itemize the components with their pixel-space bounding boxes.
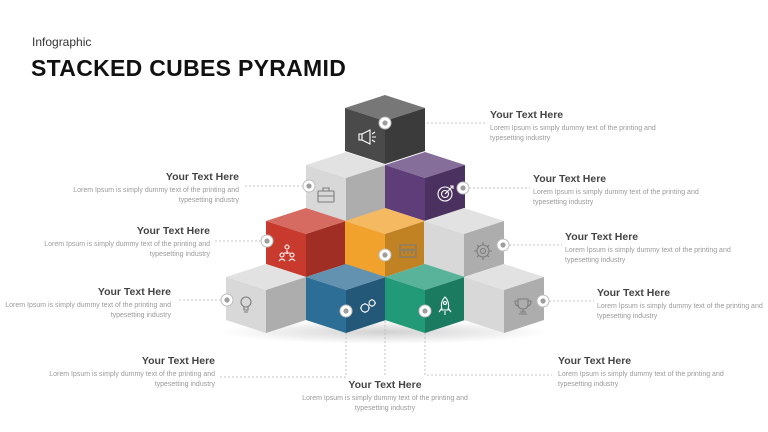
cube-left-face — [464, 277, 504, 333]
connector-dot-core — [382, 252, 388, 258]
trophy-icon — [514, 298, 532, 315]
label-body: Lorem Ipsum is simply dummy text of the … — [558, 371, 724, 388]
cube-right-face — [266, 277, 306, 333]
building-icon — [399, 244, 417, 258]
connector-dot-core — [460, 185, 466, 191]
eyebrow-label: Infographic — [32, 35, 92, 49]
leader-line-8 — [218, 317, 347, 378]
cube-left-face — [385, 165, 425, 221]
label-body: Lorem Ipsum is simply dummy text of the … — [490, 125, 656, 142]
team-icon — [278, 244, 296, 262]
cube-left-face — [226, 277, 266, 333]
cube-right-face — [425, 165, 465, 221]
cube-left-face — [306, 277, 346, 333]
label-heading: Your Text Here — [136, 225, 210, 237]
label-8: Your Text Here Lorem Ipsum is simply dum… — [45, 355, 215, 390]
cube-right-face — [504, 277, 544, 333]
lightbulb-icon — [240, 296, 252, 313]
cube-6 — [424, 208, 504, 277]
label-heading: Your Text Here — [533, 173, 607, 185]
cube-10 — [464, 264, 544, 333]
label-body: Lorem Ipsum is simply dummy text of the … — [565, 247, 731, 264]
leader-line-10 — [424, 317, 552, 376]
floor-shadow — [220, 320, 550, 344]
cube-left-face — [385, 277, 425, 333]
cube-9 — [385, 264, 465, 333]
label-4: Your Text Here Lorem Ipsum is simply dum… — [40, 225, 210, 260]
label-9: Your Text Here Lorem Ipsum is simply dum… — [300, 379, 470, 414]
cube-2 — [306, 152, 386, 221]
connector-dots — [220, 116, 550, 318]
label-heading: Your Text Here — [558, 355, 632, 367]
label-2: Your Text Here Lorem Ipsum is simply dum… — [69, 171, 239, 206]
cube-4 — [266, 208, 346, 277]
label-heading: Your Text Here — [490, 109, 564, 121]
cube-5 — [345, 208, 425, 277]
label-heading: Your Text Here — [97, 286, 171, 298]
connector-dot-core — [264, 238, 270, 244]
cube-right-face — [385, 108, 425, 164]
connector-dot-core — [540, 298, 546, 304]
label-body: Lorem Ipsum is simply dummy text of the … — [597, 303, 763, 320]
label-heading: Your Text Here — [165, 171, 239, 183]
label-6: Your Text Here Lorem Ipsum is simply dum… — [1, 286, 171, 321]
label-body: Lorem Ipsum is simply dummy text of the … — [44, 241, 210, 258]
connector-dot-core — [224, 297, 230, 303]
connector-dot-core — [422, 308, 428, 314]
cube-left-face — [424, 221, 464, 277]
connector-dot-core — [500, 242, 506, 248]
cube-left-face — [345, 108, 385, 164]
connector-dot-core — [306, 183, 312, 189]
cube-8 — [306, 264, 386, 333]
label-3: Your Text Here Lorem Ipsum is simply dum… — [533, 173, 703, 208]
connector-dot-core — [343, 308, 349, 314]
megaphone-icon — [358, 129, 376, 145]
connector-dot-core — [382, 120, 388, 126]
label-heading: Your Text Here — [597, 287, 671, 299]
cube-icons — [240, 129, 532, 315]
label-5: Your Text Here Lorem Ipsum is simply dum… — [565, 231, 735, 266]
cube-right-face — [306, 221, 346, 277]
cube-right-face — [346, 277, 386, 333]
label-heading: Your Text Here — [348, 379, 422, 391]
label-body: Lorem Ipsum is simply dummy text of the … — [5, 302, 171, 319]
cube-stack — [226, 95, 544, 333]
cube-left-face — [345, 221, 385, 277]
cube-3 — [385, 152, 465, 221]
target-icon — [437, 185, 454, 202]
gears-icon — [360, 299, 376, 313]
label-body: Lorem Ipsum is simply dummy text of the … — [73, 187, 239, 204]
rocket-icon — [438, 296, 452, 315]
label-10: Your Text Here Lorem Ipsum is simply dum… — [558, 355, 728, 390]
label-heading: Your Text Here — [565, 231, 639, 243]
cube-right-face — [346, 165, 386, 221]
page-title: STACKED CUBES PYRAMID — [31, 55, 347, 81]
cube-7 — [226, 264, 306, 333]
label-body: Lorem Ipsum is simply dummy text of the … — [49, 371, 215, 388]
briefcase-icon — [317, 187, 335, 203]
cube-right-face — [385, 221, 425, 277]
cube-left-face — [306, 165, 346, 221]
label-7: Your Text Here Lorem Ipsum is simply dum… — [597, 287, 767, 322]
label-1: Your Text Here Lorem Ipsum is simply dum… — [490, 109, 660, 144]
label-body: Lorem Ipsum is simply dummy text of the … — [302, 395, 468, 412]
cube-1 — [345, 95, 425, 164]
label-body: Lorem Ipsum is simply dummy text of the … — [533, 189, 699, 206]
label-heading: Your Text Here — [141, 355, 215, 367]
gear-icon — [474, 242, 492, 260]
